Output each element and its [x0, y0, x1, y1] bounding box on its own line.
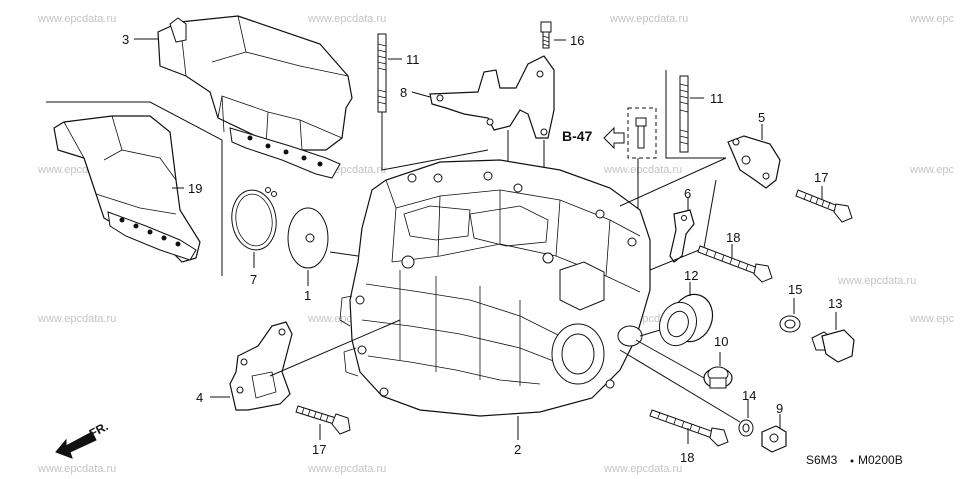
watermark: www.epcdata.ru [307, 13, 386, 25]
part-14-washer [738, 419, 754, 437]
watermark: www.epc [909, 164, 955, 176]
callout-10: 10 [714, 334, 728, 349]
callout-12: 12 [684, 268, 698, 283]
callout-14: 14 [742, 388, 756, 403]
callout-4: 4 [196, 390, 203, 405]
callout-15: 15 [788, 282, 802, 297]
part-12-oil-seal [658, 293, 714, 347]
callout-5: 5 [758, 110, 765, 125]
callout-3: 3 [122, 32, 129, 47]
part-4-bracket [229, 321, 293, 411]
callout-6: 6 [684, 186, 691, 201]
callout-8: 8 [400, 85, 407, 100]
callout-2: 2 [514, 442, 521, 457]
watermark-layer: www.epcdata.ru www.epcdata.ru www.epcdat… [37, 13, 955, 475]
part-10-plug [703, 366, 733, 389]
part-16-bolt [540, 21, 552, 49]
callout-19: 19 [188, 181, 202, 196]
part-11-stud-right [679, 75, 689, 153]
callout-17: 17 [312, 442, 326, 457]
callout-17: 17 [814, 170, 828, 185]
part-1-plate [287, 207, 329, 269]
reference-b47: B-47 [562, 107, 657, 159]
part-13-plug [811, 329, 855, 363]
part-5-bracket [727, 135, 781, 189]
callout-16: 16 [570, 33, 584, 48]
callout-11: 11 [406, 52, 420, 67]
part-18-bolt-upper [697, 245, 773, 283]
watermark: www.epc [909, 313, 955, 325]
callout-9: 9 [776, 401, 783, 416]
watermark: www.epcdata.ru [603, 164, 682, 176]
part-17-bolt-right [795, 189, 853, 223]
part-15-washer [779, 315, 801, 333]
part-8-bracket [429, 55, 555, 139]
part-3-cover-upper [157, 15, 353, 179]
front-direction-arrow: FR. [55, 419, 110, 459]
callout-13: 13 [828, 296, 842, 311]
watermark: www.epcdata.ru [37, 313, 116, 325]
part-6-bracket [669, 209, 695, 263]
watermark: www.epcdata.ru [603, 463, 682, 475]
watermark: www.epcdata.ru [37, 13, 116, 25]
reference-label: B-47 [562, 128, 593, 144]
diagram-code: M0200B [858, 453, 903, 467]
model-code: S6M3 [806, 453, 838, 467]
watermark: www.epcdata.ru [837, 275, 916, 287]
callout-18: 18 [680, 450, 694, 465]
callout-11: 11 [710, 91, 724, 106]
callout-1: 1 [304, 288, 311, 303]
part-2-transmission-case [339, 159, 651, 417]
part-19-cover-lower [53, 115, 201, 263]
watermark: www.epcdata.ru [37, 463, 116, 475]
part-18-bolt-lower [649, 409, 729, 447]
watermark: www.epcdata.ru [307, 463, 386, 475]
callout-7: 7 [250, 272, 257, 287]
part-7-snap-ring [231, 187, 277, 251]
part-9-plug [761, 425, 787, 453]
watermark: www.epc [909, 13, 955, 25]
watermark: www.epcdata.ru [609, 13, 688, 25]
part-11-stud-left [377, 33, 387, 113]
callout-18: 18 [726, 230, 740, 245]
part-17-bolt-left [295, 405, 351, 435]
